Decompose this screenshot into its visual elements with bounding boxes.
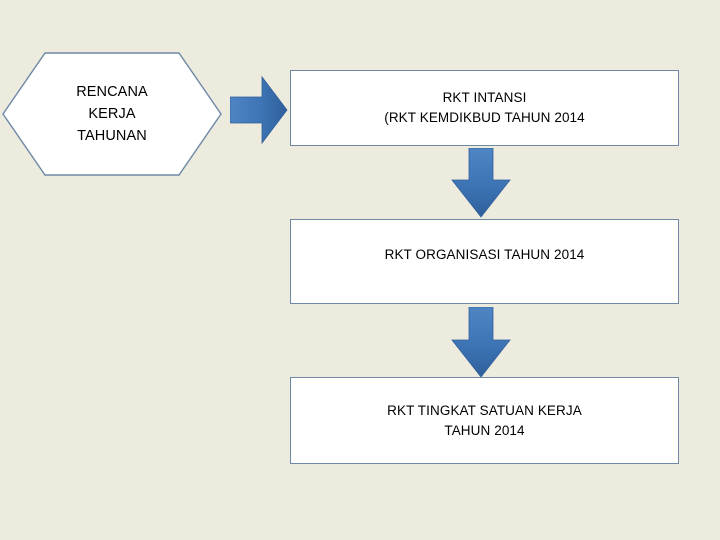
arrow-down-icon [450,148,512,218]
rkt-satuan-kerja-line-2: TAHUN 2014 [444,423,525,439]
hexagon-rencana-kerja-tahunan[interactable]: RENCANA KERJA TAHUNAN [2,52,222,176]
rkt-instansi-line-2: (RKT KEMDIKBUD TAHUN 2014 [384,110,585,125]
arrow-right-icon [230,75,288,145]
rkt-satuan-kerja-line-1: RKT TINGKAT SATUAN KERJA [387,403,582,418]
process-box-rkt-organisasi[interactable]: RKT ORGANISASI TAHUN 2014 [290,219,679,304]
process-box-rkt-tingkat-satuan-kerja[interactable]: RKT TINGKAT SATUAN KERJA TAHUN 2014 [290,377,679,464]
rkt-instansi-line-1: RKT INTANSI [442,89,527,105]
hexagon-shape-icon [2,52,222,176]
process-box-rkt-instansi[interactable]: RKT INTANSI (RKT KEMDIKBUD TAHUN 2014 [290,70,679,146]
arrow-down-icon [450,307,512,378]
rkt-organisasi-line-1: RKT ORGANISASI TAHUN 2014 [384,247,585,262]
